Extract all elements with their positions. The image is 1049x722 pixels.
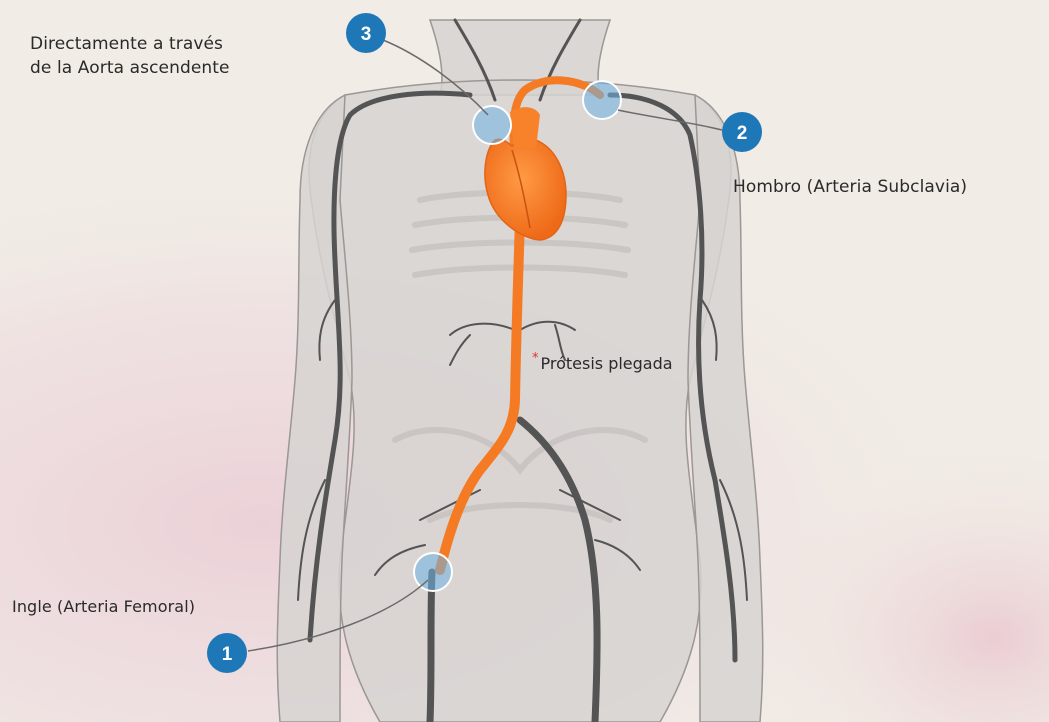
label-ascending-aorta: Directamente a través de la Aorta ascend…: [30, 32, 230, 80]
marker-2-badge: 2: [722, 112, 762, 152]
marker-1-badge: 1: [207, 633, 247, 673]
marker-3-number: 3: [361, 24, 372, 45]
label-subclavian-artery: Hombro (Arteria Subclavia): [733, 175, 967, 199]
marker-1-number: 1: [222, 644, 233, 665]
access-point-ascending-aorta: [473, 106, 511, 144]
access-point-subclavian: [583, 81, 621, 119]
access-point-femoral: [414, 553, 452, 591]
prosthesis-label-text: Prótesis plegada: [541, 354, 673, 373]
prosthesis-asterisk: *: [532, 351, 539, 366]
marker-2-number: 2: [737, 123, 748, 144]
prosthesis-label: * Prótesis plegada: [532, 354, 673, 373]
marker-3-badge: 3: [346, 13, 386, 53]
label-femoral-artery: Ingle (Arteria Femoral): [12, 595, 195, 619]
